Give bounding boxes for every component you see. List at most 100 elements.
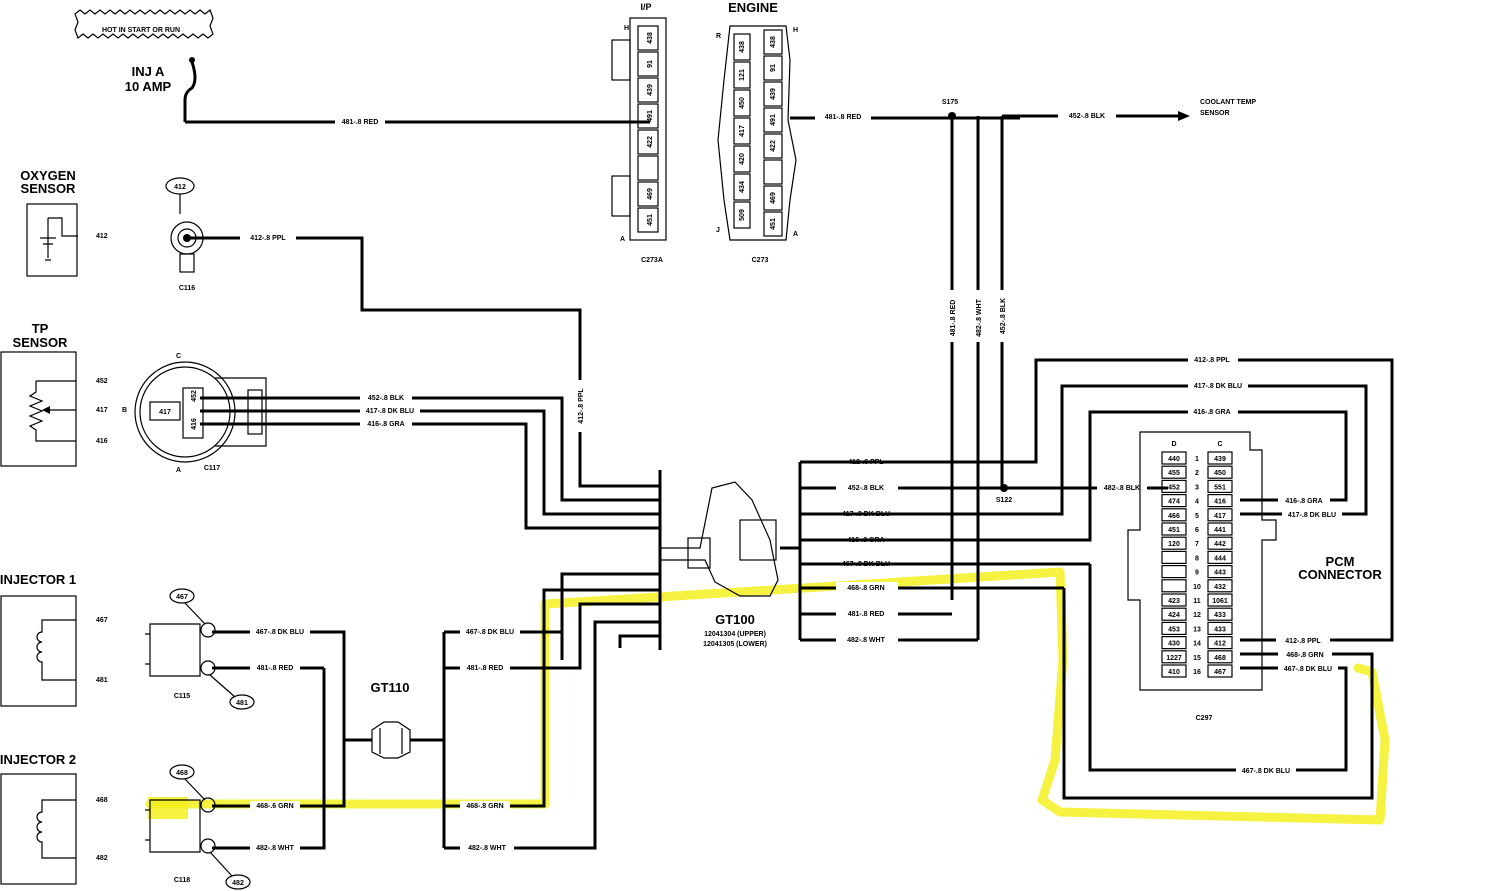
wire-452-top-label: 452-.8 BLK <box>1069 113 1105 120</box>
fuse-label-1: INJ A <box>132 64 165 79</box>
s122-wire-label: 482-.8 BLK <box>1104 485 1140 492</box>
pcm-d-cell <box>1161 607 1187 621</box>
pcm-d-cell <box>1161 635 1187 650</box>
inj2-tag-468: 468 <box>176 770 188 777</box>
engine-pin-cell <box>763 211 783 237</box>
pcm-c-cell <box>1207 451 1233 465</box>
engine-pin-label: 422 <box>770 140 777 152</box>
injector1-pin-481: 481 <box>96 677 108 684</box>
pcm-c-pin: 412 <box>1214 641 1226 648</box>
engine-connector-name: C273 <box>752 257 769 264</box>
engine-letter-h: H <box>793 27 798 34</box>
pcm-c-pin: 450 <box>1214 470 1226 477</box>
bottom-467-label: 467-.8 DK BLU <box>1242 768 1290 775</box>
pcm-d-cell <box>1161 593 1187 607</box>
gt110-467-label: 467-.8 DK BLU <box>466 629 514 636</box>
pcm-d-cell <box>1161 536 1187 550</box>
fuse-label-2: 10 AMP <box>125 79 172 94</box>
banner-label: HOT IN START OR RUN <box>102 27 180 34</box>
inj-a-fuse: INJ A 10 AMP <box>125 57 197 122</box>
pcm-row-num: 6 <box>1195 527 1199 534</box>
wire-412-vert-label: 412-.8 PPL <box>578 388 585 424</box>
gt100-lower: 12041305 (LOWER) <box>703 641 767 648</box>
injector-1: INJECTOR 1 467 481 <box>0 572 108 707</box>
gt100-wire-label: 482-.8 WHT <box>847 637 885 644</box>
inj1-tag-467: 467 <box>176 594 188 601</box>
pcm-d-pin: 466 <box>1168 513 1180 520</box>
pcm-d-cell <box>1161 479 1187 493</box>
c117-label: C117 <box>204 465 220 472</box>
pcm-c-pin: 443 <box>1214 570 1226 577</box>
pcm-row-num: 15 <box>1193 655 1201 662</box>
pcm-d-pin: 455 <box>1168 470 1180 477</box>
pcm-row-num: 13 <box>1193 626 1201 633</box>
pcm-row-num: 1 <box>1195 456 1199 463</box>
engine-pin-label: 451 <box>770 218 777 230</box>
pcm-c-cell <box>1207 479 1233 493</box>
pcm-467-label: 467-.8 DK BLU <box>1284 666 1332 673</box>
pcm-row-num: 8 <box>1195 555 1199 562</box>
pcm-d-cell <box>1161 451 1187 465</box>
oxygen-sensor: OXYGEN SENSOR 412 <box>20 168 108 277</box>
oxygen-title-2: SENSOR <box>21 181 77 196</box>
c297-label: C297 <box>1196 715 1213 722</box>
pcm-row-num: 9 <box>1195 570 1199 577</box>
pcm-d-cell <box>1161 522 1187 536</box>
c115-label: C115 <box>174 693 190 700</box>
c117-pin-417: 417 <box>159 409 171 416</box>
ip-pin-label: 438 <box>647 32 654 44</box>
inj2-tag-482: 482 <box>232 880 244 887</box>
c117-letter-b: B <box>122 407 127 414</box>
pcm-c-pin: 442 <box>1214 541 1226 548</box>
pcm-c-pin: 1061 <box>1212 598 1228 605</box>
injector2-pin-482: 482 <box>96 855 108 862</box>
ip-pin-label: 491 <box>647 110 654 122</box>
gt110-481-label: 481-.8 RED <box>467 665 504 672</box>
ip-pin-label: 422 <box>647 136 654 148</box>
pcm-row-num: 2 <box>1195 470 1199 477</box>
pcm-d-cell <box>1161 564 1187 579</box>
engine-pin-label: 509 <box>739 209 746 221</box>
pcm-d-pin: 474 <box>1168 499 1180 506</box>
pcm-row-num: 14 <box>1193 641 1201 648</box>
ip-pin-cell <box>637 207 659 233</box>
pcm-d-pin: 453 <box>1168 626 1180 633</box>
pcm-d-pin: 423 <box>1168 598 1180 605</box>
ip-pin-cell <box>637 77 659 103</box>
engine-pin-cell <box>763 29 783 55</box>
engine-pin-label: 438 <box>739 41 746 53</box>
engine-pin-label: 121 <box>739 69 746 81</box>
pcm-c-pin: 551 <box>1214 484 1226 491</box>
engine-pin-cell <box>763 107 783 133</box>
pcm-416-label: 416-.8 GRA <box>1285 498 1322 505</box>
ip-pin-label: 469 <box>647 188 654 200</box>
tp-sensor: TP SENSOR 452 417 416 <box>0 321 108 467</box>
ip-pin-top: H <box>624 25 629 32</box>
c117-pin-416: 416 <box>191 418 198 430</box>
oxygen-title-1: OXYGEN <box>20 168 76 183</box>
pcm-c-cell <box>1207 508 1233 522</box>
gt100-connector: GT100 12041304 (UPPER) 12041305 (LOWER) <box>659 481 779 648</box>
pcm-c-cell <box>1207 536 1233 550</box>
pcm-d-cell <box>1161 664 1187 678</box>
c117-letter-a: A <box>176 467 181 474</box>
engine-pin-label: 420 <box>739 153 746 165</box>
c117-pin-452: 452 <box>191 390 198 402</box>
ip-pin-label: 439 <box>647 84 654 96</box>
c117-letter-c: C <box>176 353 181 360</box>
coolant-label-2: SENSOR <box>1200 110 1230 117</box>
pcm-c-pin: 441 <box>1214 527 1226 534</box>
ip-pin-label: 91 <box>647 60 654 68</box>
tp-title-1: TP <box>32 321 49 336</box>
wire-v481-label: 481-.8 RED <box>950 300 957 337</box>
pcm-c-cell <box>1207 635 1233 650</box>
inj1-tag-481: 481 <box>236 700 248 707</box>
pcm-c-cell <box>1207 650 1233 664</box>
wire-v482-label: 482-.8 WHT <box>976 298 983 336</box>
gt100-wire-label: 481-.8 RED <box>848 611 885 618</box>
pcm-c-cell <box>1207 607 1233 621</box>
c117-connector: 417 452 416 C B A C117 <box>122 353 267 474</box>
